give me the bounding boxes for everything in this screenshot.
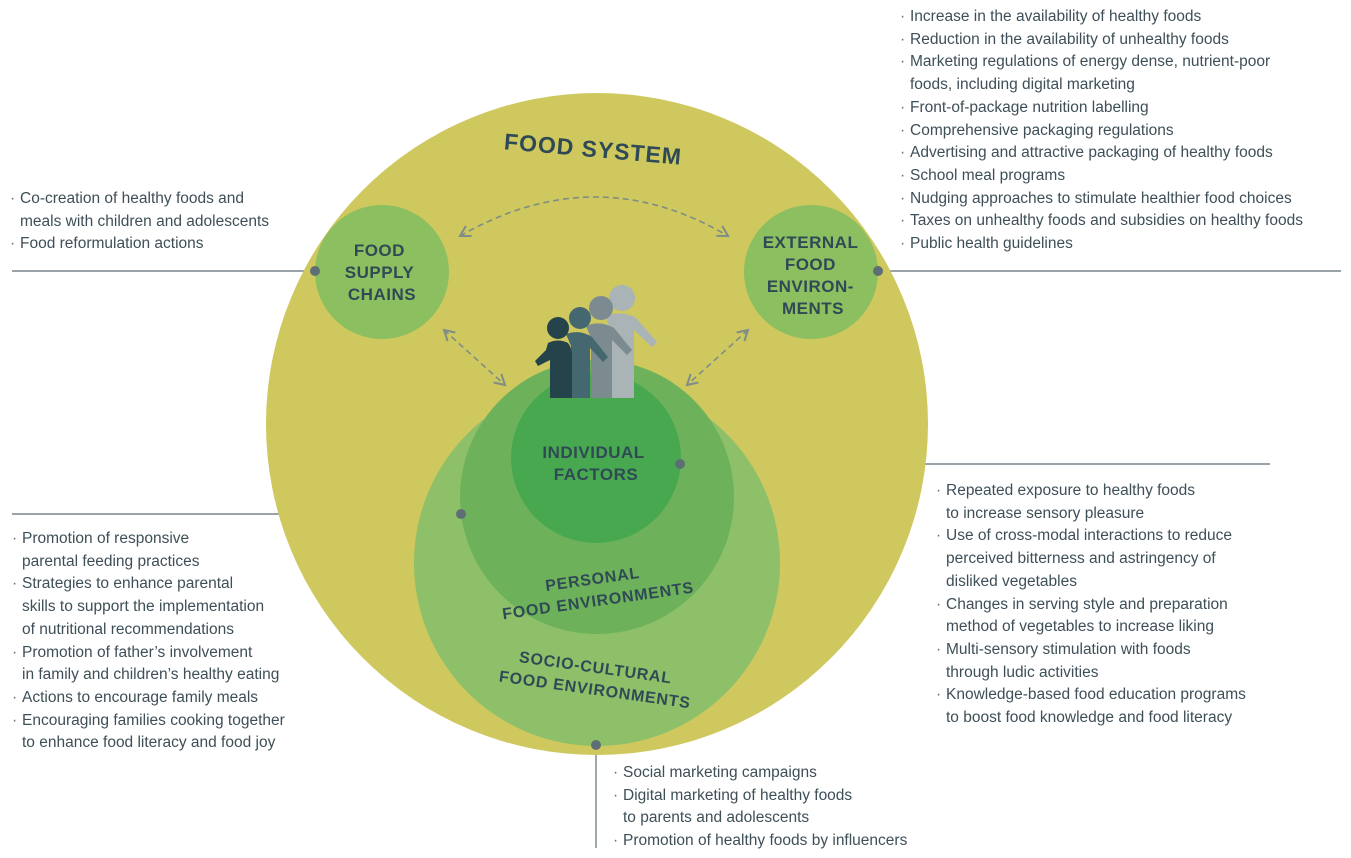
list-item: Social marketing campaigns	[613, 762, 907, 785]
list-item: Knowledge-based food education programst…	[936, 684, 1246, 729]
list-item: Taxes on unhealthy foods and subsidies o…	[900, 210, 1303, 233]
list-item: Multi-sensory stimulation with foodsthro…	[936, 639, 1246, 684]
list-item: Advertising and attractive packaging of …	[900, 142, 1303, 165]
list-item: Increase in the availability of healthy …	[900, 6, 1303, 29]
arrow-supply-individual	[442, 328, 507, 387]
individual-factors-label: INDIVIDUAL FACTORS	[542, 443, 649, 484]
external-food-environments-label: EXTERNAL FOOD ENVIRON- MENTS	[763, 233, 864, 318]
external-food-environments-circle	[744, 205, 878, 339]
list-item: Public health guidelines	[900, 233, 1303, 256]
dot-individual	[675, 459, 685, 469]
socio-cultural-food-environments-list: Social marketing campaignsDigital market…	[613, 762, 907, 853]
list-item: Comprehensive packaging regulations	[900, 120, 1303, 143]
list-item: Encouraging families cooking togetherto …	[12, 710, 285, 755]
family-icon	[535, 285, 657, 398]
external-food-environments-list: Increase in the availability of healthy …	[900, 6, 1303, 256]
dashed-double-arrow-icon	[442, 196, 750, 387]
list-item: Marketing regulations of energy dense, n…	[900, 51, 1303, 96]
list-item: Promotion of healthy foods by influencer…	[613, 830, 907, 853]
list-item: School meal programs	[900, 165, 1303, 188]
dot-external-food-environments	[873, 266, 883, 276]
individual-circle	[511, 373, 681, 543]
list-item: Front-of-package nutrition labelling	[900, 97, 1303, 120]
dot-socio-cultural	[591, 740, 601, 750]
list-item: Nudging approaches to stimulate healthie…	[900, 188, 1303, 211]
dot-food-supply-chains	[310, 266, 320, 276]
food-supply-chains-circle	[315, 205, 449, 339]
food-supply-chains-label: FOOD SUPPLY CHAINS	[345, 241, 419, 304]
list-item: Food reformulation actions	[10, 233, 269, 256]
list-item: Changes in serving style and preparation…	[936, 594, 1246, 639]
arrow-supply-external	[458, 196, 730, 238]
list-item: Reduction in the availability of unhealt…	[900, 29, 1303, 52]
list-item: Actions to encourage family meals	[12, 687, 285, 710]
arrow-external-individual	[685, 328, 750, 387]
connector-dots	[310, 266, 883, 750]
dot-personal	[456, 509, 466, 519]
list-item: Use of cross-modal interactions to reduc…	[936, 525, 1246, 593]
